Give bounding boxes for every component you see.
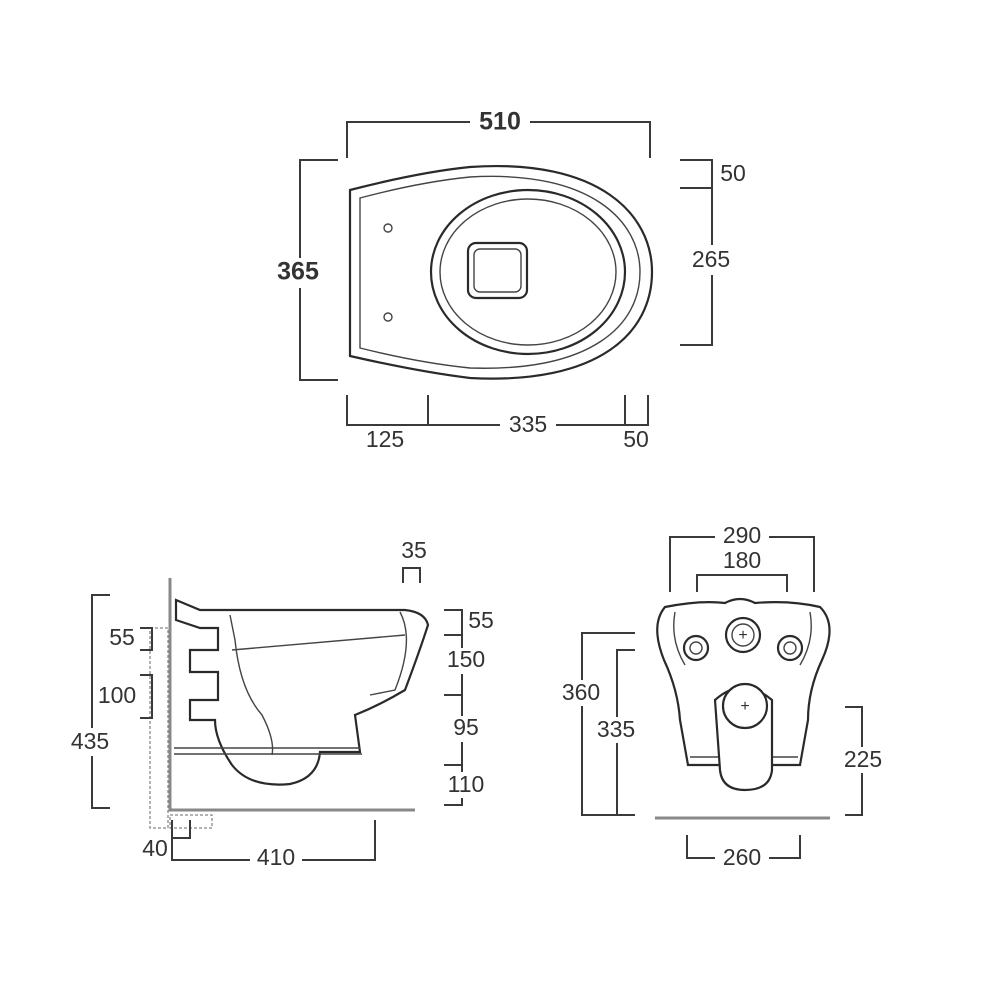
dim-label-right: 225: [844, 746, 882, 772]
fixing-point-left: [682, 634, 710, 662]
fixing-hole-icon: [383, 223, 393, 233]
dim-label-width: 510: [479, 108, 521, 136]
dim-label-bottom-mid: 335: [509, 411, 547, 437]
dim-label-right-top: 50: [720, 160, 746, 186]
dim-line-bottom: [346, 395, 649, 426]
drain-outlet-inner: [473, 248, 522, 293]
dim-label-left-outer: 360: [562, 679, 600, 705]
dim-label-bottom-right: 50: [623, 426, 649, 452]
waste-outlet: [721, 682, 769, 730]
bowl-opening-inner: [439, 198, 617, 346]
dim-label-top-inner: 180: [723, 547, 761, 573]
dim-line-top-inner: [696, 574, 788, 592]
side-view: 35 55 150 95 110 55 100 435 40 410: [66, 537, 494, 872]
fixing-point-left-inner: [689, 641, 703, 655]
plus-icon: +: [740, 698, 749, 715]
plus-icon: +: [738, 627, 747, 644]
dim-label-left-1: 55: [109, 624, 135, 650]
bowl-side-profile: [174, 598, 430, 786]
top-view: 510 365 50 265 125 335 50: [270, 108, 746, 452]
bowl-inner-profile: [229, 611, 408, 756]
dim-label-bottom: 260: [723, 844, 761, 870]
dim-line-left-inner: [616, 649, 635, 815]
frame-carrier: [149, 627, 169, 829]
dim-line-left-outer: [581, 632, 635, 816]
dim-label-left-2: 100: [98, 682, 136, 708]
water-inlet: [724, 616, 762, 654]
dim-label-right-3: 95: [453, 714, 479, 740]
dim-label-right-4: 110: [448, 771, 485, 797]
dim-label-bottom-depth: 410: [257, 844, 295, 870]
dim-label-depth: 365: [277, 258, 319, 286]
water-inlet-inner: [731, 623, 755, 647]
dim-line-top-small: [402, 567, 421, 583]
dim-label-bottom-left: 125: [366, 426, 404, 452]
dim-label-left-inner: 335: [597, 716, 635, 742]
dim-label-right-1: 55: [468, 607, 494, 633]
seat-inner-rim: [359, 175, 641, 369]
fixing-point-right: [776, 634, 804, 662]
dim-label-left-total: 435: [71, 728, 109, 754]
dim-label-right-main: 265: [692, 246, 730, 272]
drain-outlet: [466, 241, 529, 300]
dim-label-top-small: 35: [401, 537, 427, 563]
dim-line-left-total: [91, 594, 110, 809]
wall-line: [168, 578, 415, 812]
dim-label-right-2: 150: [447, 646, 485, 672]
fixing-hole-icon: [383, 312, 393, 322]
dim-label-top-outer: 290: [723, 522, 761, 548]
dim-line-left-stack: [140, 627, 153, 719]
fixing-point-right-inner: [783, 641, 797, 655]
dim-label-bottom-left: 40: [142, 835, 168, 861]
front-view: + + 290 180 360 335 225 260: [556, 522, 890, 871]
base-line: [174, 747, 362, 755]
dim-line-right-stack: [444, 609, 463, 806]
